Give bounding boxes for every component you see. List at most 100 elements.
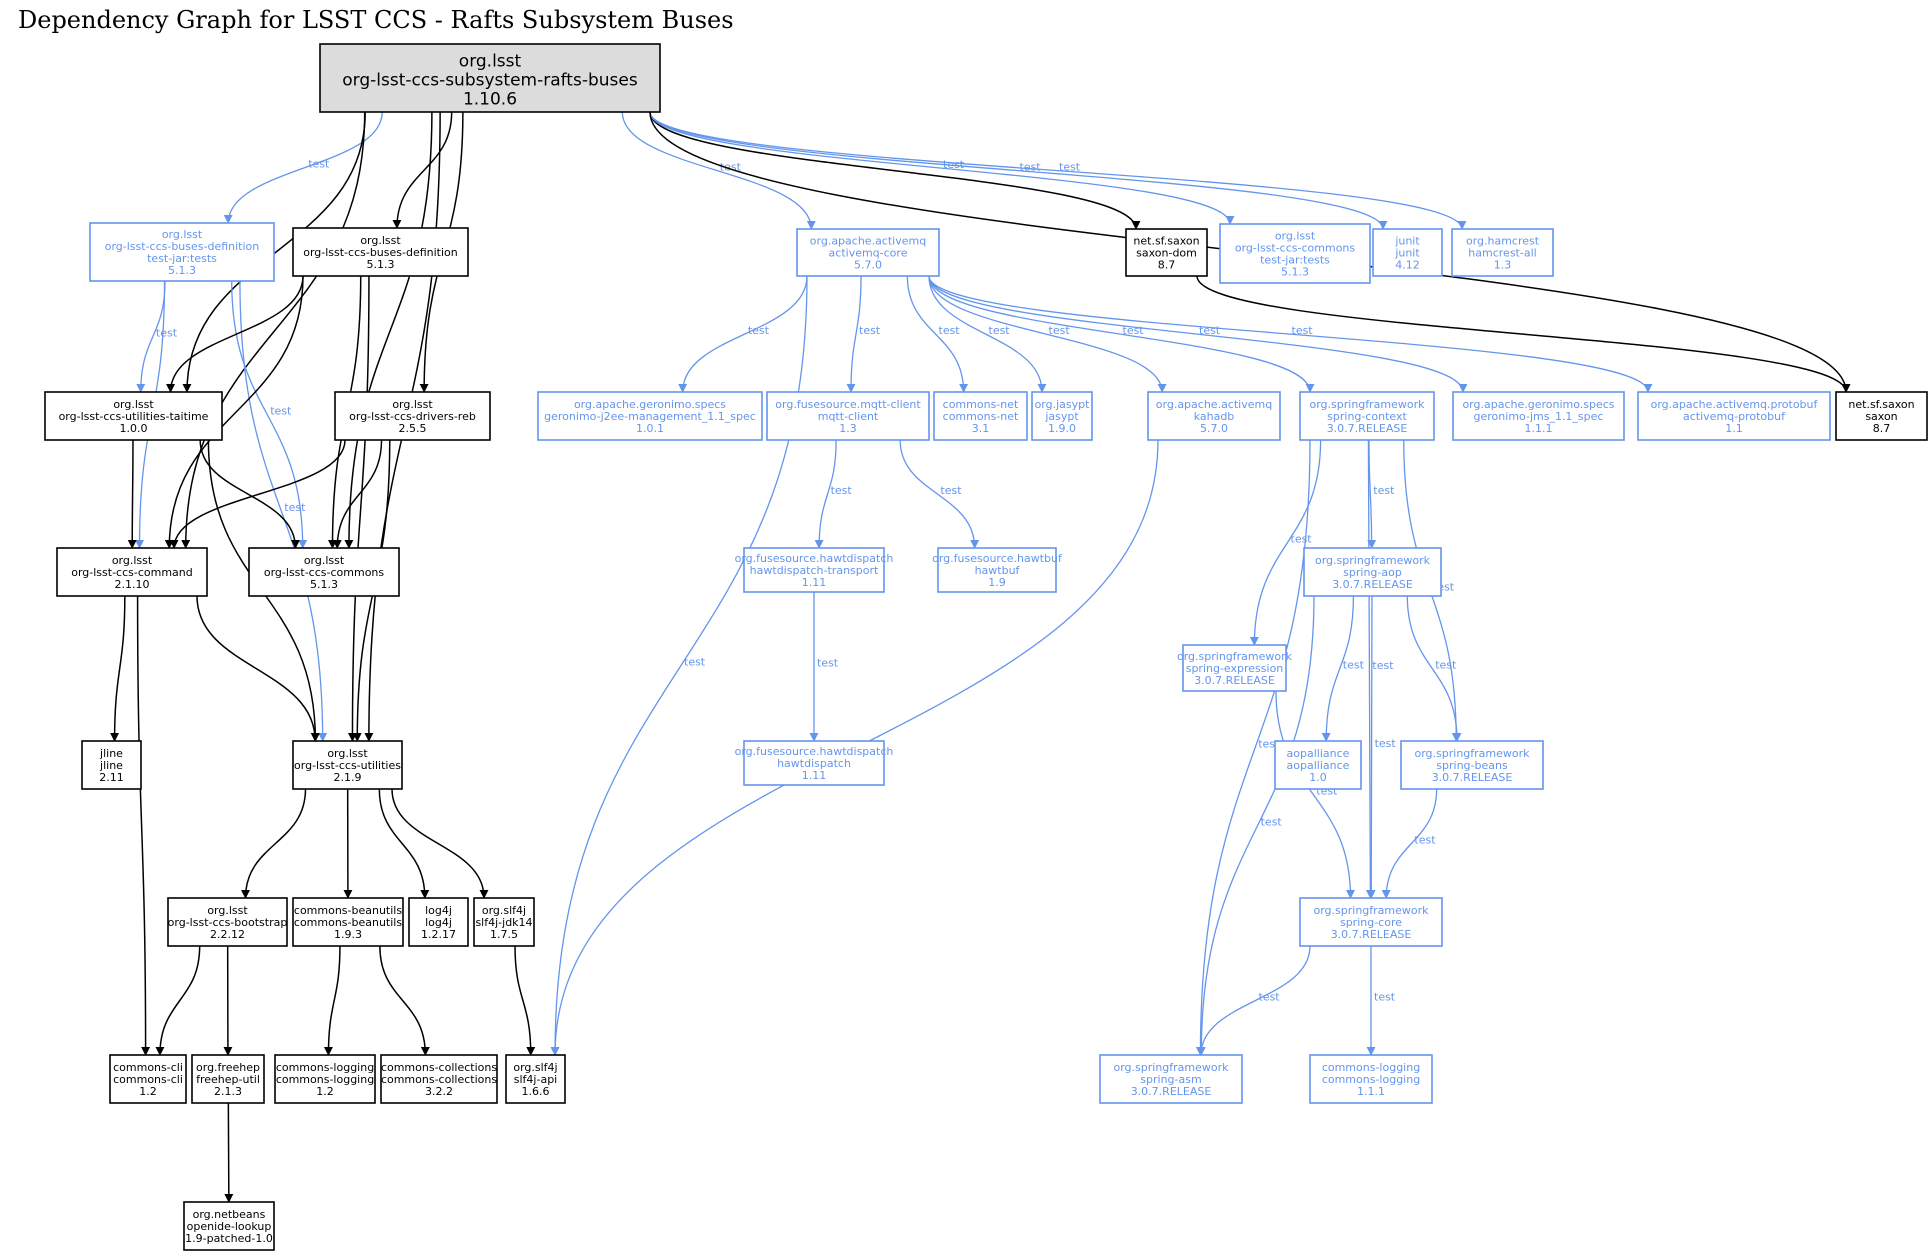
node-box [44,391,223,441]
node-group-id: junit [1394,235,1420,248]
node-commons-tests[interactable]: org.lsstorg-lsst-ccs-commonstest-jar:tes… [1219,223,1371,284]
node-spring-context[interactable]: org.springframeworkspring-context3.0.7.R… [1299,391,1435,441]
node-box [1099,1054,1243,1104]
node-hawtdispatch[interactable]: org.fusesource.hawtdispatchhawtdispatch1… [735,740,894,786]
node-geronimo-j2ee[interactable]: org.apache.geronimo.specsgeronimo-j2ee-m… [537,391,763,441]
edge-bootstrap-to-commons-cli [155,945,201,1056]
node-spring-expression[interactable]: org.springframeworkspring-expression3.0.… [1177,644,1293,692]
edge-label: test [308,158,330,171]
node-spring-beans[interactable]: org.springframeworkspring-beans3.0.7.REL… [1400,740,1544,790]
node-version: 1.10.6 [463,90,517,110]
node-version: 5.7.0 [1200,422,1228,435]
node-group-id: org.fusesource.hawtdispatch [735,552,894,565]
edge-root-to-busdef-tests [223,111,383,224]
node-artifact-id: jline [99,759,123,772]
edge-freehep-to-openide-lookup [224,1102,234,1203]
edge-root-to-activemq-core [621,111,816,230]
edge-spring-expression-to-spring-core [1275,690,1356,899]
edge-label: test [1199,324,1221,337]
edge-label: test [939,324,961,337]
edge-taitime-to-commons [199,439,300,549]
edge-beanutils-to-commons-logging-12 [323,945,341,1056]
edge-utilities-to-log4j [378,788,430,899]
edge-activemq-core-to-geronimo-jms [928,275,1468,393]
node-artifact-id: spring-expression [1186,662,1284,675]
node-artifact-id: activemq-core [829,247,908,260]
edge-label: test [1292,324,1314,337]
node-group-id: org.springframework [1313,904,1429,917]
edge-command-to-commons-cli [136,595,151,1056]
node-version: 4.12 [1395,259,1420,272]
node-group-id: org.apache.geronimo.specs [574,398,726,411]
node-activemq-protobuf[interactable]: org.apache.activemq.protobufactivemq-pro… [1637,391,1831,441]
edge-command-to-jline [110,595,126,742]
node-root[interactable]: org.lsstorg-lsst-ccs-subsystem-rafts-bus… [319,43,661,113]
node-commons-collections[interactable]: commons-collectionscommons-collections3.… [380,1054,498,1104]
node-box [1400,740,1544,790]
node-version: 1.1.1 [1357,1085,1385,1098]
node-box [1147,391,1281,441]
node-box [1219,223,1371,284]
node-box [167,897,288,947]
node-artifact-id: slf4j-api [514,1073,557,1086]
node-version: 1.9.3 [334,928,362,941]
node-version: 2.1.3 [214,1085,242,1098]
node-group-id: org.lsst [207,904,248,917]
node-taitime[interactable]: org.lsstorg-lsst-ccs-utilities-taitime1.… [44,391,223,441]
node-artifact-id: hawtdispatch-transport [750,564,879,577]
node-geronimo-jms[interactable]: org.apache.geronimo.specsgeronimo-jms_1.… [1452,391,1625,441]
node-artifact-id: commons-collections [381,1073,497,1086]
node-version: 5.7.0 [854,259,882,272]
node-busdef[interactable]: org.lsstorg-lsst-ccs-buses-definition5.1… [292,227,469,277]
node-version: 3.0.7.RELEASE [1432,771,1513,784]
node-box [1125,228,1208,277]
node-version: 1.11 [802,576,827,589]
node-spring-aop[interactable]: org.springframeworkspring-aop3.0.7.RELEA… [1303,547,1442,597]
node-spring-asm[interactable]: org.springframeworkspring-asm3.0.7.RELEA… [1099,1054,1243,1104]
node-box [1299,897,1443,947]
node-group-id: net.sf.saxon [1133,235,1199,248]
node-box [743,547,885,593]
node-artifact-id: commons-logging [1322,1073,1420,1086]
node-spring-core[interactable]: org.springframeworkspring-core3.0.7.RELE… [1299,897,1443,947]
node-artifact-id: commons-net [943,410,1019,423]
node-hawtdispatch-transport[interactable]: org.fusesource.hawtdispatchhawtdispatch-… [735,547,894,593]
node-version: 1.0.1 [636,422,664,435]
node-version: 3.2.2 [425,1085,453,1098]
node-artifact-id: freehep-util [196,1073,260,1086]
edge-activemq-core-to-jasypt [928,275,1047,393]
node-busdef-tests[interactable]: org.lsstorg-lsst-ccs-buses-definitiontes… [89,222,275,282]
node-version: 3.0.7.RELEASE [1131,1085,1212,1098]
edge-busdef-to-command [164,275,304,549]
node-openide-lookup[interactable]: org.netbeansopenide-lookup1.9-patched-1.… [183,1201,275,1251]
node-group-id: org.freehep [196,1061,260,1074]
node-group-id: org.apache.activemq.protobuf [1651,398,1819,411]
node-artifact-id: org-lsst-ccs-commons [264,566,385,579]
node-group-id: aopalliance [1287,747,1350,760]
